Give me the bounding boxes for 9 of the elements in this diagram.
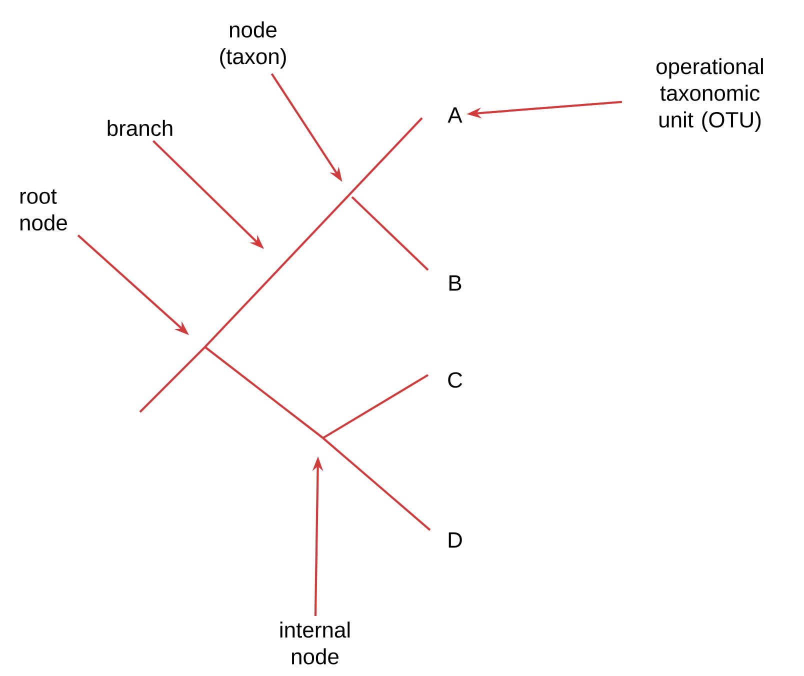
callout-label: internal node xyxy=(280,622,350,664)
leaf-label: A xyxy=(448,107,462,123)
leaf-label: C xyxy=(448,372,462,388)
leaf-label: B xyxy=(449,275,462,291)
callout-label: root node xyxy=(20,189,67,231)
leaf-label: D xyxy=(448,532,462,548)
callout-label: node (taxon) xyxy=(220,21,286,69)
callout-label: branch xyxy=(108,120,172,136)
callout-label: operational taxonomic unit (OTU) xyxy=(656,58,763,132)
